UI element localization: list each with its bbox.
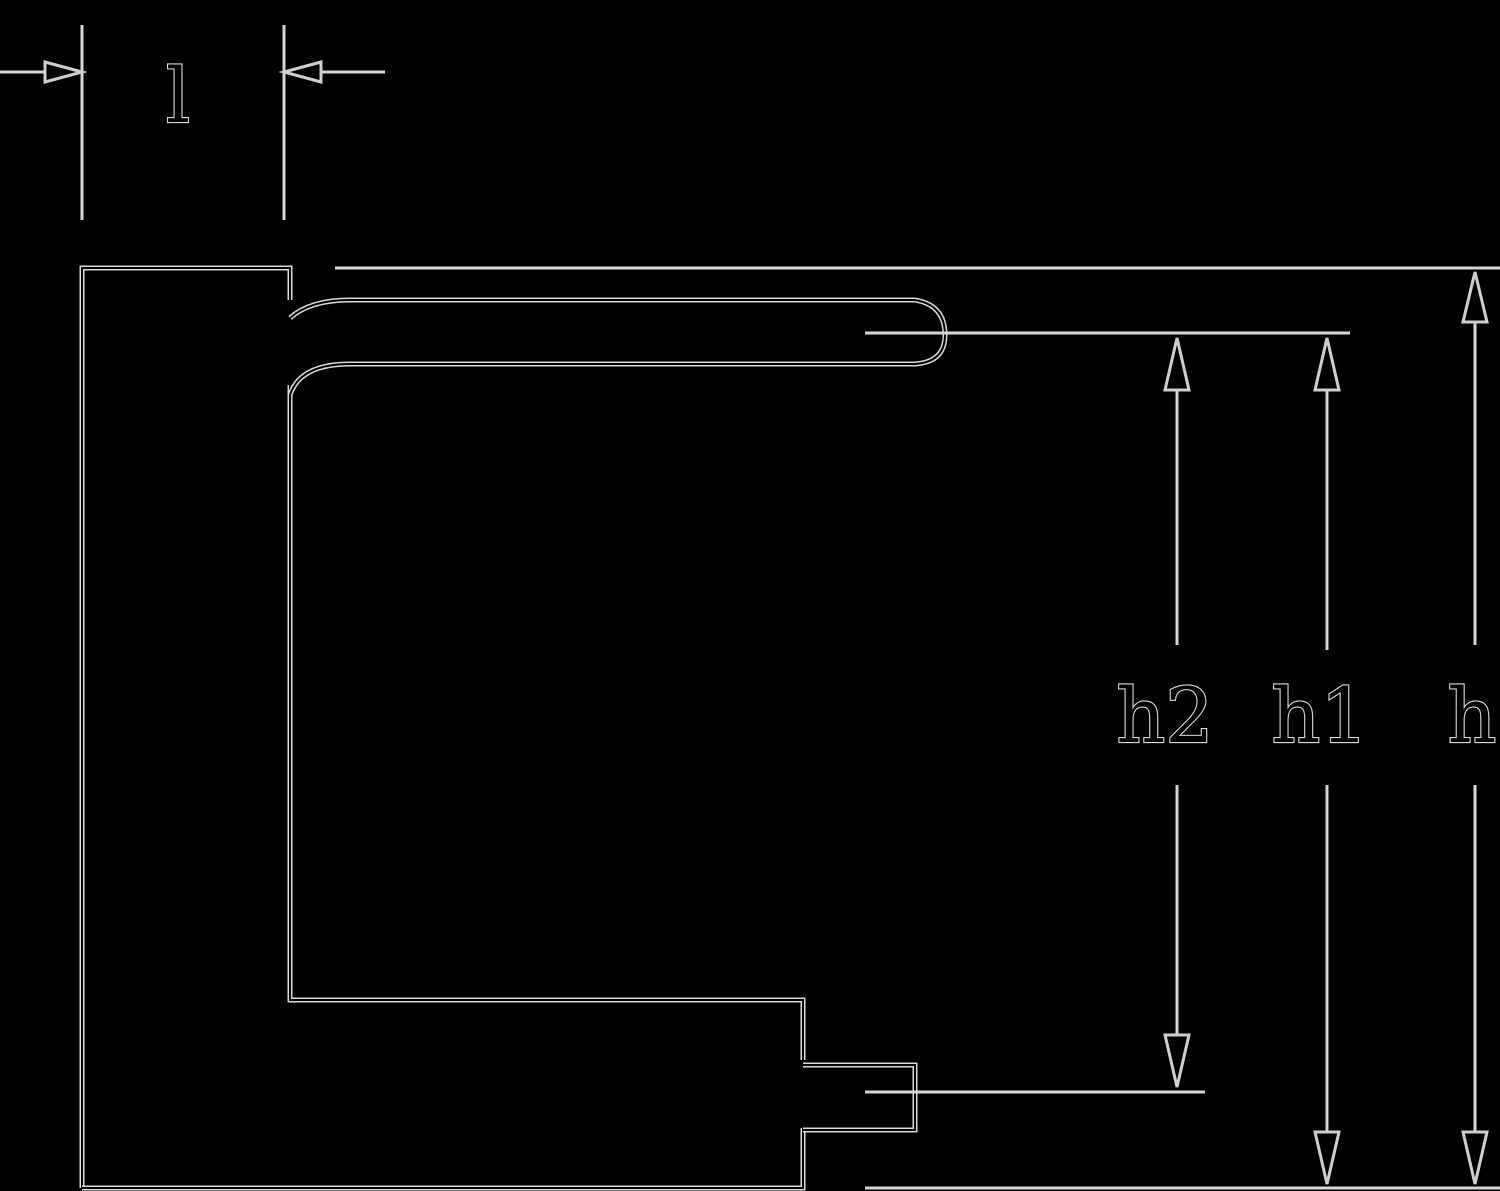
h2-arrow-top (1163, 337, 1191, 392)
frame-body (79, 265, 806, 1191)
extension-lines (80, 25, 1500, 1190)
h2-label: h2 (1116, 671, 1213, 760)
h2-dimension: h2 (1115, 337, 1215, 1088)
h-dimension: h (1446, 271, 1498, 1185)
width-dimension: l (0, 50, 385, 141)
upper-beam (287, 297, 948, 396)
width-label: l (166, 51, 190, 140)
width-arrow-right (278, 60, 323, 84)
h1-arrow-top (1313, 337, 1341, 392)
h1-dimension: h1 (1270, 337, 1370, 1185)
h1-label: h1 (1271, 671, 1368, 760)
lower-stub (803, 1062, 918, 1133)
h-arrow-top (1461, 271, 1489, 324)
width-arrow-left (43, 60, 88, 84)
h-arrow-bottom (1461, 1130, 1489, 1185)
h2-arrow-bottom (1163, 1033, 1191, 1088)
h1-arrow-bottom (1313, 1130, 1341, 1185)
h-label: h (1448, 671, 1497, 760)
